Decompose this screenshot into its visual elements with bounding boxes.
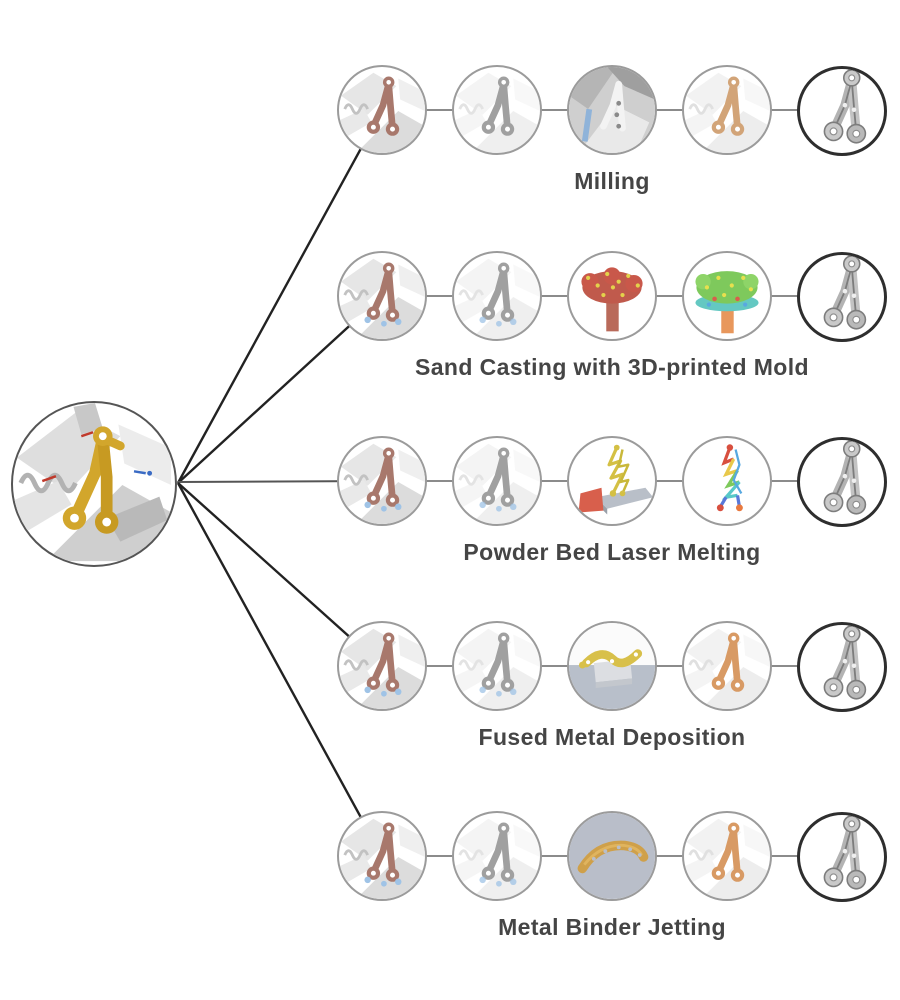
step-thumbnail [682,65,772,155]
step-thumbnail [452,251,542,341]
step-thumbnail [337,65,427,155]
step-thumbnail [452,436,542,526]
step-thumbnail [337,251,427,341]
cad-isolated-part-icon [454,627,540,709]
final-metal-part-icon [800,625,884,709]
step-thumbnail [337,621,427,711]
step-thumbnail [567,811,657,901]
casting-tree-model-icon [581,267,643,332]
step-thumbnail-final [797,812,887,902]
final-metal-part-icon [800,440,884,524]
process-label-milling: Milling [574,168,650,194]
source-part-assembly-cad-icon [13,403,175,565]
process-label-powder-bed: Powder Bed Laser Melting [463,539,761,565]
step-thumbnail [567,621,657,711]
lattice-simulation-icon [715,442,745,513]
cad-isolated-part-icon [454,71,540,153]
cad-context-highlighted-part-icon [339,442,425,524]
step-thumbnail-final [797,437,887,527]
step-thumbnail-final [797,252,887,342]
cad-context-highlighted-part-icon [339,71,425,153]
machined-part-in-context-icon [684,71,770,153]
cad-isolated-part-icon [454,257,540,339]
step-thumbnail [452,65,542,155]
final-metal-part-icon [800,69,884,153]
milling-machining-photo-icon [569,67,655,153]
step-thumbnail [452,621,542,711]
cad-isolated-part-icon [454,817,540,899]
printed-part-in-context-icon [684,817,770,899]
step-thumbnail-final [797,622,887,712]
process-label-fused-deposition: Fused Metal Deposition [478,724,746,750]
process-label-sand-casting: Sand Casting with 3D-printed Mold [415,354,809,380]
final-metal-part-icon [800,815,884,899]
step-thumbnail [682,436,772,526]
step-thumbnail [682,811,772,901]
lattice-build-with-supports-icon [576,443,655,517]
cad-isolated-part-icon [454,442,540,524]
step-thumbnail [337,436,427,526]
cad-context-highlighted-part-icon [339,627,425,709]
step-thumbnail [452,811,542,901]
step-thumbnail [682,251,772,341]
step-thumbnail [567,436,657,526]
binder-jetting-powder-bed-icon [569,813,655,899]
printed-part-in-context-icon [684,627,770,709]
cad-context-highlighted-part-icon [339,257,425,339]
final-metal-part-icon [800,255,884,339]
step-thumbnail [337,811,427,901]
step-thumbnail-final [797,66,887,156]
deposition-build-platform-icon [569,623,655,709]
source-part-thumbnail [11,401,177,567]
casting-simulation-icon [695,271,759,334]
step-thumbnail [567,65,657,155]
cad-context-highlighted-part-icon [339,817,425,899]
step-thumbnail [567,251,657,341]
step-thumbnail [682,621,772,711]
process-label-binder-jetting: Metal Binder Jetting [498,914,726,940]
